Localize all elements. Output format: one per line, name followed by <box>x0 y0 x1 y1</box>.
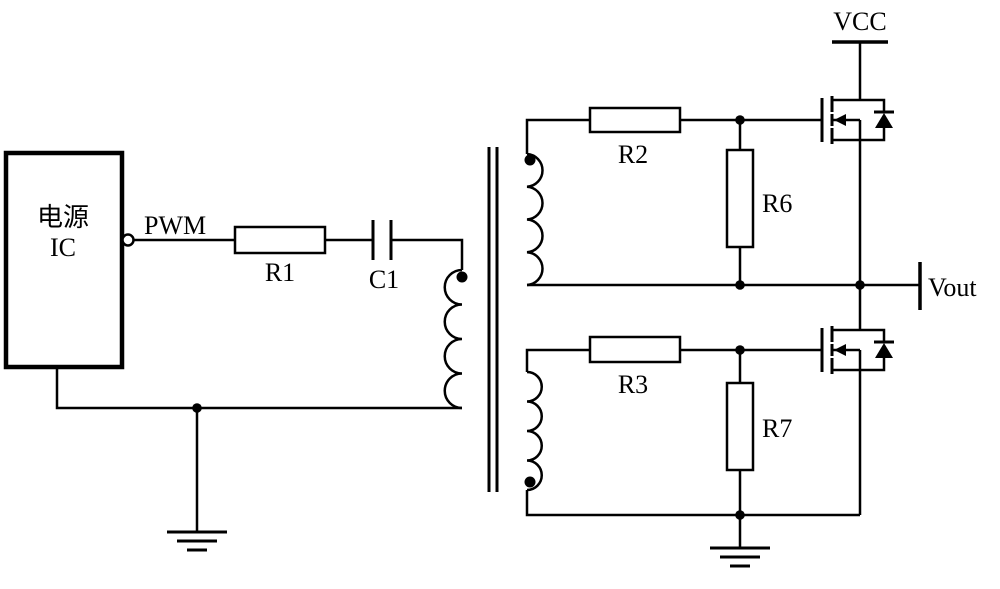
polarity-dot-primary <box>456 271 468 283</box>
ground-2-bars <box>710 546 770 568</box>
ground-1-bars <box>167 530 227 552</box>
junction-dot <box>855 280 865 290</box>
pwm-label: PWM <box>144 211 206 240</box>
mosfet-q1-body-diode-leads <box>860 98 886 142</box>
mosfet-q1 <box>820 96 894 144</box>
resistor-r3: R3 <box>588 335 682 399</box>
resistor-r7-body <box>725 381 755 472</box>
junction-dot <box>735 280 745 290</box>
pwm-output-terminal <box>121 233 135 247</box>
mosfet-q2-diode-triangle <box>875 343 893 358</box>
secondary-winding-1 <box>526 152 544 287</box>
mosfet-q1-diode-triangle <box>875 113 893 128</box>
capacitor-c1-plates <box>371 220 393 260</box>
power-ic-label-line2: IC <box>50 233 76 262</box>
secondary-winding-2 <box>526 370 543 492</box>
transformer-core <box>487 147 499 492</box>
resistor-r2: R2 <box>588 106 682 169</box>
mosfet-q1-arrow <box>834 114 846 126</box>
polarity-dot-secondary-2 <box>524 476 536 488</box>
ground-symbol-1 <box>167 530 227 552</box>
polarity-dot-secondary-1 <box>524 154 536 166</box>
resistor-r1-label: R1 <box>265 258 295 287</box>
ground-symbol-2 <box>710 546 770 568</box>
power-ic-box <box>3 150 125 370</box>
vcc-label: VCC <box>833 7 886 36</box>
vout-terminal: Vout <box>918 262 977 310</box>
resistor-r6: R6 <box>725 148 792 249</box>
junction-dots <box>192 115 865 520</box>
junction-dot <box>735 510 745 520</box>
resistor-r7: R7 <box>725 381 792 472</box>
power-ic: 电源 IC <box>3 150 135 370</box>
resistor-r6-label: R6 <box>762 189 792 218</box>
resistor-r2-label: R2 <box>618 140 648 169</box>
resistor-r3-body <box>588 335 682 364</box>
mosfet-q2-body-diode-leads <box>860 328 886 372</box>
mosfet-q1-leads <box>832 98 862 142</box>
transformer <box>443 147 544 492</box>
mosfet-q2-arrow <box>834 344 846 356</box>
resistor-r1: R1 <box>233 225 327 287</box>
resistor-r1-body <box>233 225 327 255</box>
junction-dot <box>192 403 202 413</box>
mosfet-q2-leads <box>832 328 862 372</box>
power-ic-label-line1: 电源 <box>37 203 89 232</box>
capacitor-c1: C1 <box>369 220 399 294</box>
vout-label: Vout <box>928 273 977 302</box>
vcc-rail: VCC <box>832 7 888 44</box>
circuit-wires <box>55 42 920 548</box>
capacitor-c1-label: C1 <box>369 265 399 294</box>
resistor-r3-label: R3 <box>618 370 648 399</box>
mosfet-q2 <box>820 326 894 374</box>
primary-winding <box>443 268 463 410</box>
resistor-r7-label: R7 <box>762 414 792 443</box>
resistor-r2-body <box>588 106 682 134</box>
junction-dot <box>735 345 745 355</box>
resistor-r6-body <box>725 148 755 249</box>
junction-dot <box>735 115 745 125</box>
